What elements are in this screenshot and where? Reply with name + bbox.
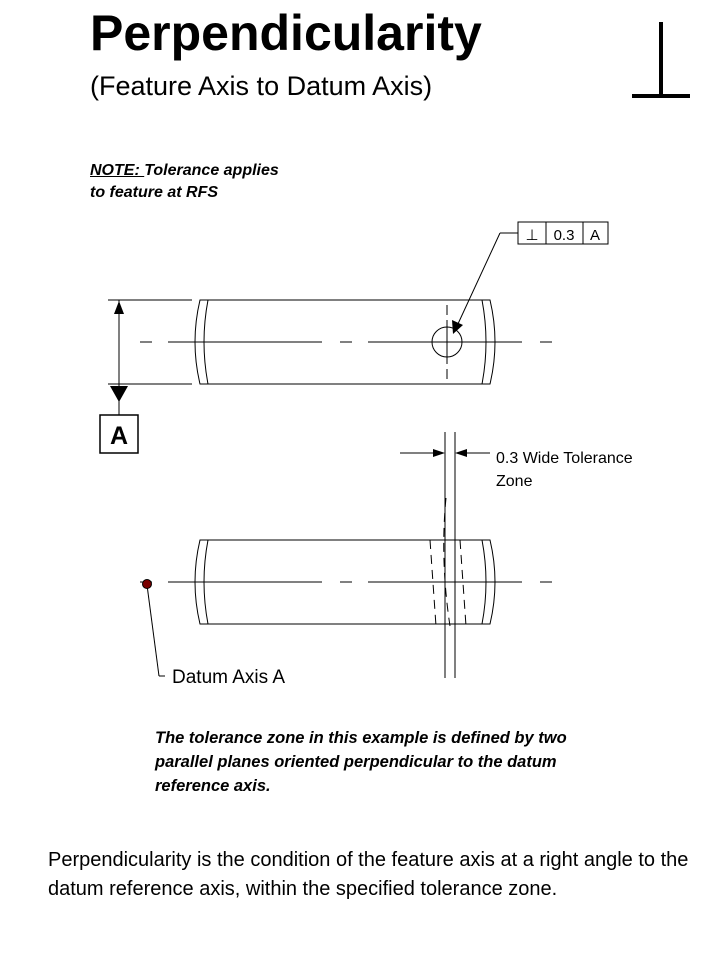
page-title: Perpendicularity bbox=[90, 5, 482, 61]
note-text: NOTE: Tolerance applies to feature at RF… bbox=[90, 160, 279, 204]
fcf-leader bbox=[452, 232, 518, 334]
datum-box bbox=[99, 414, 139, 454]
arrow-left-icon bbox=[455, 449, 467, 457]
tolerance-zone-label-2: Zone bbox=[496, 473, 533, 490]
cross-hole bbox=[431, 305, 463, 379]
tolerance-zone-label-1: 0.3 Wide Tolerance bbox=[496, 450, 633, 467]
description-text: Perpendicularity is the condition of the… bbox=[48, 849, 689, 900]
fcf-tolerance: 0.3 bbox=[554, 227, 575, 244]
datum-label: A bbox=[110, 422, 128, 450]
note-heading: NOTE: bbox=[90, 162, 145, 179]
datum-axis-point bbox=[142, 579, 152, 589]
dimension-arrow-icon bbox=[114, 301, 124, 314]
datum-triangle-icon bbox=[110, 386, 128, 402]
note-line-2: to feature at RFS bbox=[90, 184, 219, 201]
datum-axis-label: Datum Axis A bbox=[172, 667, 285, 688]
fcf-datum: A bbox=[590, 227, 600, 244]
datum-axis-leader bbox=[146, 584, 160, 677]
fcf-symbol: ⊥ bbox=[525, 227, 538, 244]
tolerance-zone-planes bbox=[444, 432, 456, 678]
hole-hidden-lines bbox=[429, 497, 467, 627]
arrow-right-icon bbox=[433, 449, 445, 457]
perpendicular-symbol-icon bbox=[632, 22, 690, 98]
note-line-1: Tolerance applies bbox=[144, 162, 279, 179]
explanation-text: The tolerance zone in this example is de… bbox=[155, 729, 567, 795]
page-subtitle: (Feature Axis to Datum Axis) bbox=[90, 71, 433, 101]
